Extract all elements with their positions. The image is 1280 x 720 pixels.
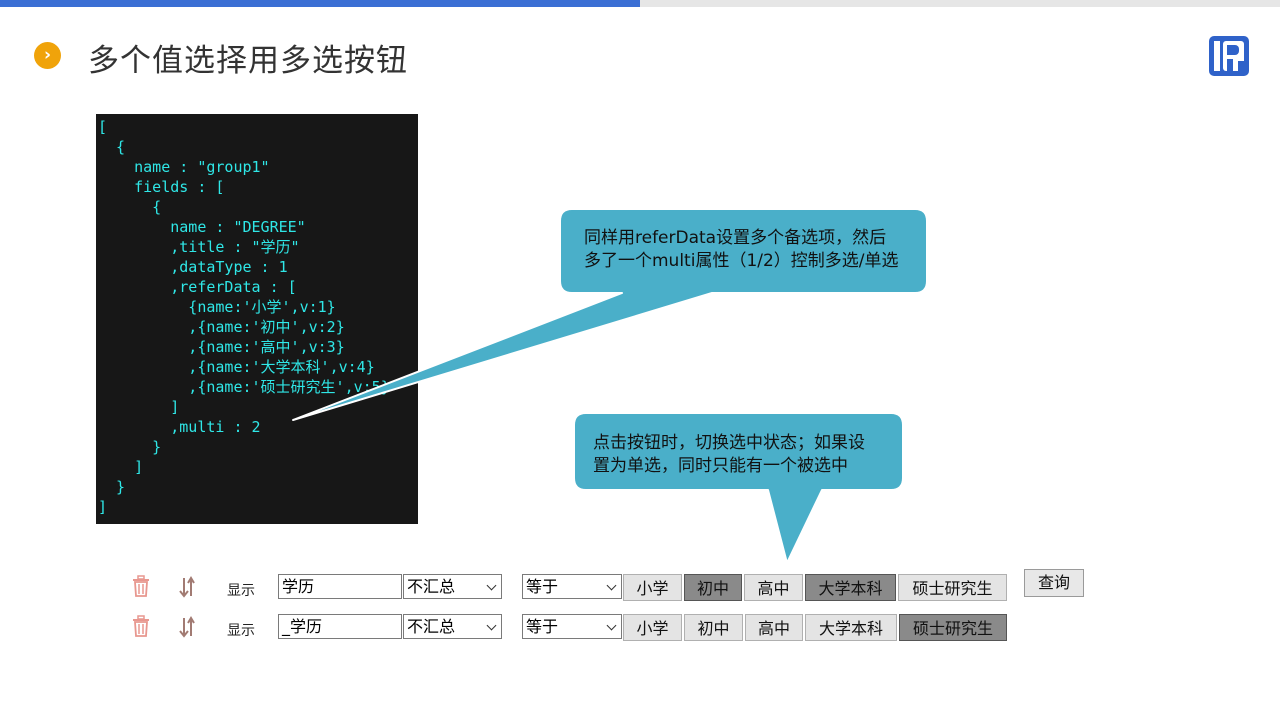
option-button[interactable]: 小学 [623,614,682,641]
option-button[interactable]: 大学本科 [805,614,897,641]
code-line: { [98,138,126,156]
sort-icon[interactable] [178,575,198,599]
filter-row: 显示 _学历 不汇总 等于 小学 初中 高中 大学本科 硕士研究生 [0,614,1280,644]
option-button[interactable]: 小学 [623,574,682,601]
code-panel: [ { name : "group1" fields : [ { name : … [96,114,418,524]
chevron-down-icon [606,580,617,591]
field-name-input[interactable]: 学历 [278,574,402,599]
callout-bottom-line2: 置为单选，同时只能有一个被选中 [593,456,848,476]
option-button[interactable]: 初中 [684,614,743,641]
code-line: name : "DEGREE" [98,218,306,236]
aggregate-select[interactable]: 不汇总 [403,614,502,639]
top-progress-track [640,0,1280,7]
chevron-down-icon [486,580,497,591]
filter-row: 显示 学历 不汇总 等于 小学 初中 高中 大学本科 硕士研究生 [0,574,1280,604]
aggregate-select-value: 不汇总 [407,577,456,596]
code-line: name : "group1" [98,158,270,176]
operator-select-value: 等于 [526,577,559,596]
callout-bottom-line1: 点击按钮时，切换选中状态；如果设 [593,433,865,453]
code-line: ,dataType : 1 [98,258,288,276]
option-button[interactable]: 高中 [745,614,803,641]
code-line: ,referData : [ [98,278,297,296]
code-line: ,{name:'硕士研究生',v:5} [98,378,390,396]
operator-select-value: 等于 [526,617,559,636]
aggregate-select[interactable]: 不汇总 [403,574,502,599]
operator-select[interactable]: 等于 [522,574,622,599]
callout-top-line2: 多了一个multi属性（1/2）控制多选/单选 [584,251,899,271]
callout-top-bubble [292,208,928,421]
callout-bottom-bubble [573,412,904,564]
code-line: ,{name:'初中',v:2} [98,318,345,336]
option-button[interactable]: 高中 [744,574,803,601]
chevron-down-icon [486,620,497,631]
option-button[interactable]: 硕士研究生 [899,614,1007,641]
chevron-right-icon: › [34,42,61,69]
code-line: {name:'小学',v:1} [98,298,336,316]
option-button[interactable]: 初中 [684,574,742,601]
page-title: 多个值选择用多选按钮 [88,43,408,79]
code-line: ,multi : 2 [98,418,261,436]
code-line: ,{name:'大学本科',v:4} [98,358,375,376]
operator-select[interactable]: 等于 [522,614,622,639]
show-label[interactable]: 显示 [227,583,255,599]
code-line: } [98,438,162,456]
code-line: fields : [ [98,178,225,196]
callout-top-line1: 同样用referData设置多个备选项，然后 [584,228,887,248]
top-progress-bar [0,0,640,7]
logo-icon [1209,36,1249,76]
code-line: { [98,198,162,216]
code-line: } [98,478,126,496]
code-line: ] [98,398,180,416]
callout-top-text: 同样用referData设置多个备选项，然后 多了一个multi属性（1/2）控… [584,227,899,273]
option-button[interactable]: 硕士研究生 [898,574,1007,601]
option-button[interactable]: 大学本科 [805,574,896,601]
trash-icon[interactable] [130,615,152,639]
code-line: ] [98,498,108,516]
code-line: ,{name:'高中',v:3} [98,338,345,356]
field-name-input[interactable]: _学历 [278,614,402,639]
callout-bottom-text: 点击按钮时，切换选中状态；如果设 置为单选，同时只能有一个被选中 [593,432,865,478]
trash-icon[interactable] [130,575,152,599]
query-button[interactable]: 查询 [1024,569,1084,597]
code-line: ] [98,458,144,476]
sort-icon[interactable] [178,615,198,639]
code-line: ,title : "学历" [98,238,300,256]
code-line: [ [98,118,108,136]
aggregate-select-value: 不汇总 [407,617,456,636]
show-label[interactable]: 显示 [227,623,255,639]
chevron-down-icon [606,620,617,631]
